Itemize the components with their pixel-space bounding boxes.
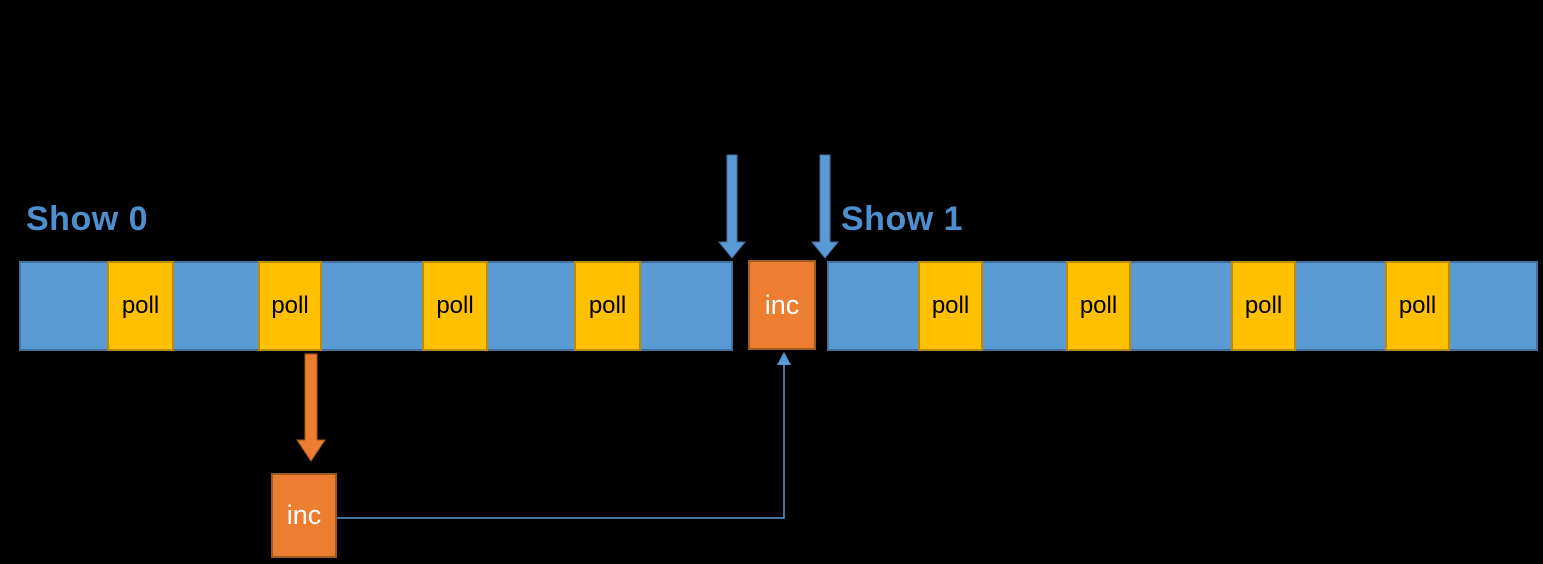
poll-box-5: poll <box>918 261 983 351</box>
inc-detached-box: inc <box>271 473 337 558</box>
show-1-label: Show 1 <box>841 200 964 238</box>
boundary-down-arrow-right-icon <box>810 154 840 259</box>
poll-box-4: poll <box>574 261 641 351</box>
show-0-label: Show 0 <box>26 200 149 238</box>
poll-box-2: poll <box>258 261 322 351</box>
up-arrowhead-icon <box>777 352 791 365</box>
poll-box-1: poll <box>107 261 174 351</box>
poll-box-6: poll <box>1066 261 1131 351</box>
poll-to-inc-down-arrow-icon <box>296 353 326 462</box>
inc-return-connector-line <box>337 364 785 519</box>
poll-box-3: poll <box>422 261 488 351</box>
boundary-down-arrow-left-icon <box>717 154 747 259</box>
poll-box-8: poll <box>1385 261 1450 351</box>
poll-box-7: poll <box>1231 261 1296 351</box>
inc-inline-box: inc <box>748 260 816 350</box>
